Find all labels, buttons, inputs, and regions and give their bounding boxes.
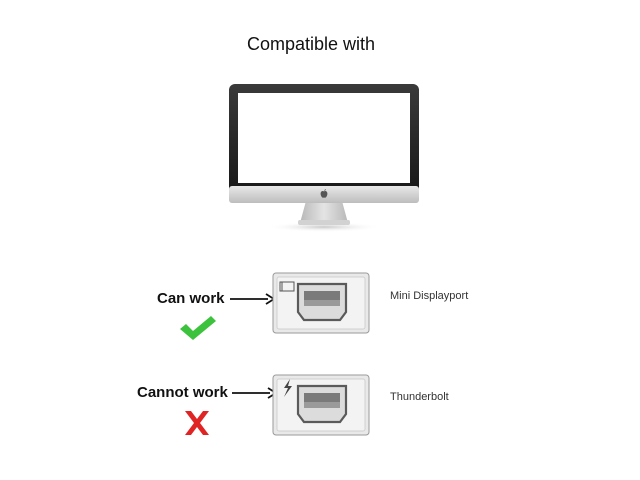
checkmark-icon — [180, 316, 216, 340]
cross-icon — [185, 411, 209, 435]
thunderbolt-port — [272, 374, 370, 436]
thunderbolt-label: Thunderbolt — [390, 391, 449, 403]
displayport-symbol-icon — [279, 281, 295, 292]
arrow-right-icon — [230, 293, 274, 305]
can-work-label: Can work — [157, 290, 225, 307]
monitor-illustration — [229, 84, 419, 232]
cannot-work-label: Cannot work — [137, 384, 228, 401]
arrow-right-icon — [232, 387, 276, 399]
mini-displayport-port — [272, 272, 370, 334]
mini-displayport-label: Mini Displayport — [390, 290, 469, 302]
page-title: Compatible with — [246, 34, 376, 54]
thunderbolt-symbol-icon — [284, 379, 292, 397]
apple-logo-icon — [320, 189, 328, 198]
